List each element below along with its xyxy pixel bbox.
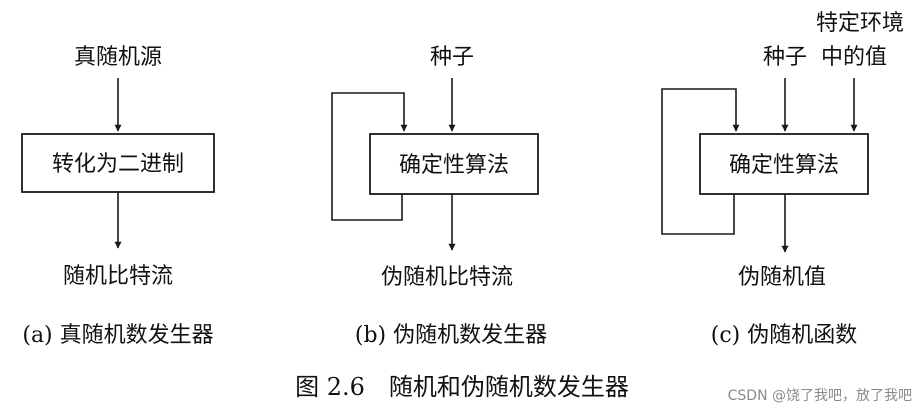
csdn-watermark: CSDN @饶了我吧，放了我吧 [728, 388, 912, 404]
b-feedback-loop [331, 92, 408, 221]
c-context-label-line1: 特定环境 [816, 11, 904, 36]
b-input-label: 种子 [430, 45, 474, 70]
c-caption: (c) 伪随机函数 [711, 323, 857, 348]
c-seed-label: 种子 [763, 45, 807, 70]
c-output-label: 伪随机值 [738, 265, 826, 290]
diagram-b: 种子 确定性算法 伪随机比特流 (b) 伪随机数发生器 [331, 45, 547, 348]
c-process-label: 确定性算法 [729, 153, 839, 178]
b-caption: (b) 伪随机数发生器 [355, 323, 547, 348]
a-caption: (a) 真随机数发生器 [22, 323, 213, 348]
a-input-label: 真随机源 [74, 45, 162, 70]
b-process-label: 确定性算法 [399, 153, 509, 178]
c-feedback-loop [661, 88, 740, 235]
diagram-a: 真随机源 转化为二进制 随机比特流 (a) 真随机数发生器 [21, 45, 215, 348]
b-process-box [369, 133, 539, 195]
c-context-label-line2: 中的值 [821, 45, 887, 70]
diagram-c: 特定环境 中的值 种子 确定性算法 伪随机值 (c) 伪随机函数 [661, 11, 904, 348]
c-process-box [699, 133, 869, 195]
a-process-label: 转化为二进制 [52, 152, 184, 177]
figure-caption: 图 2.6 随机和伪随机数发生器 [295, 373, 629, 401]
b-output-label: 伪随机比特流 [381, 265, 513, 290]
a-output-label: 随机比特流 [63, 264, 173, 289]
